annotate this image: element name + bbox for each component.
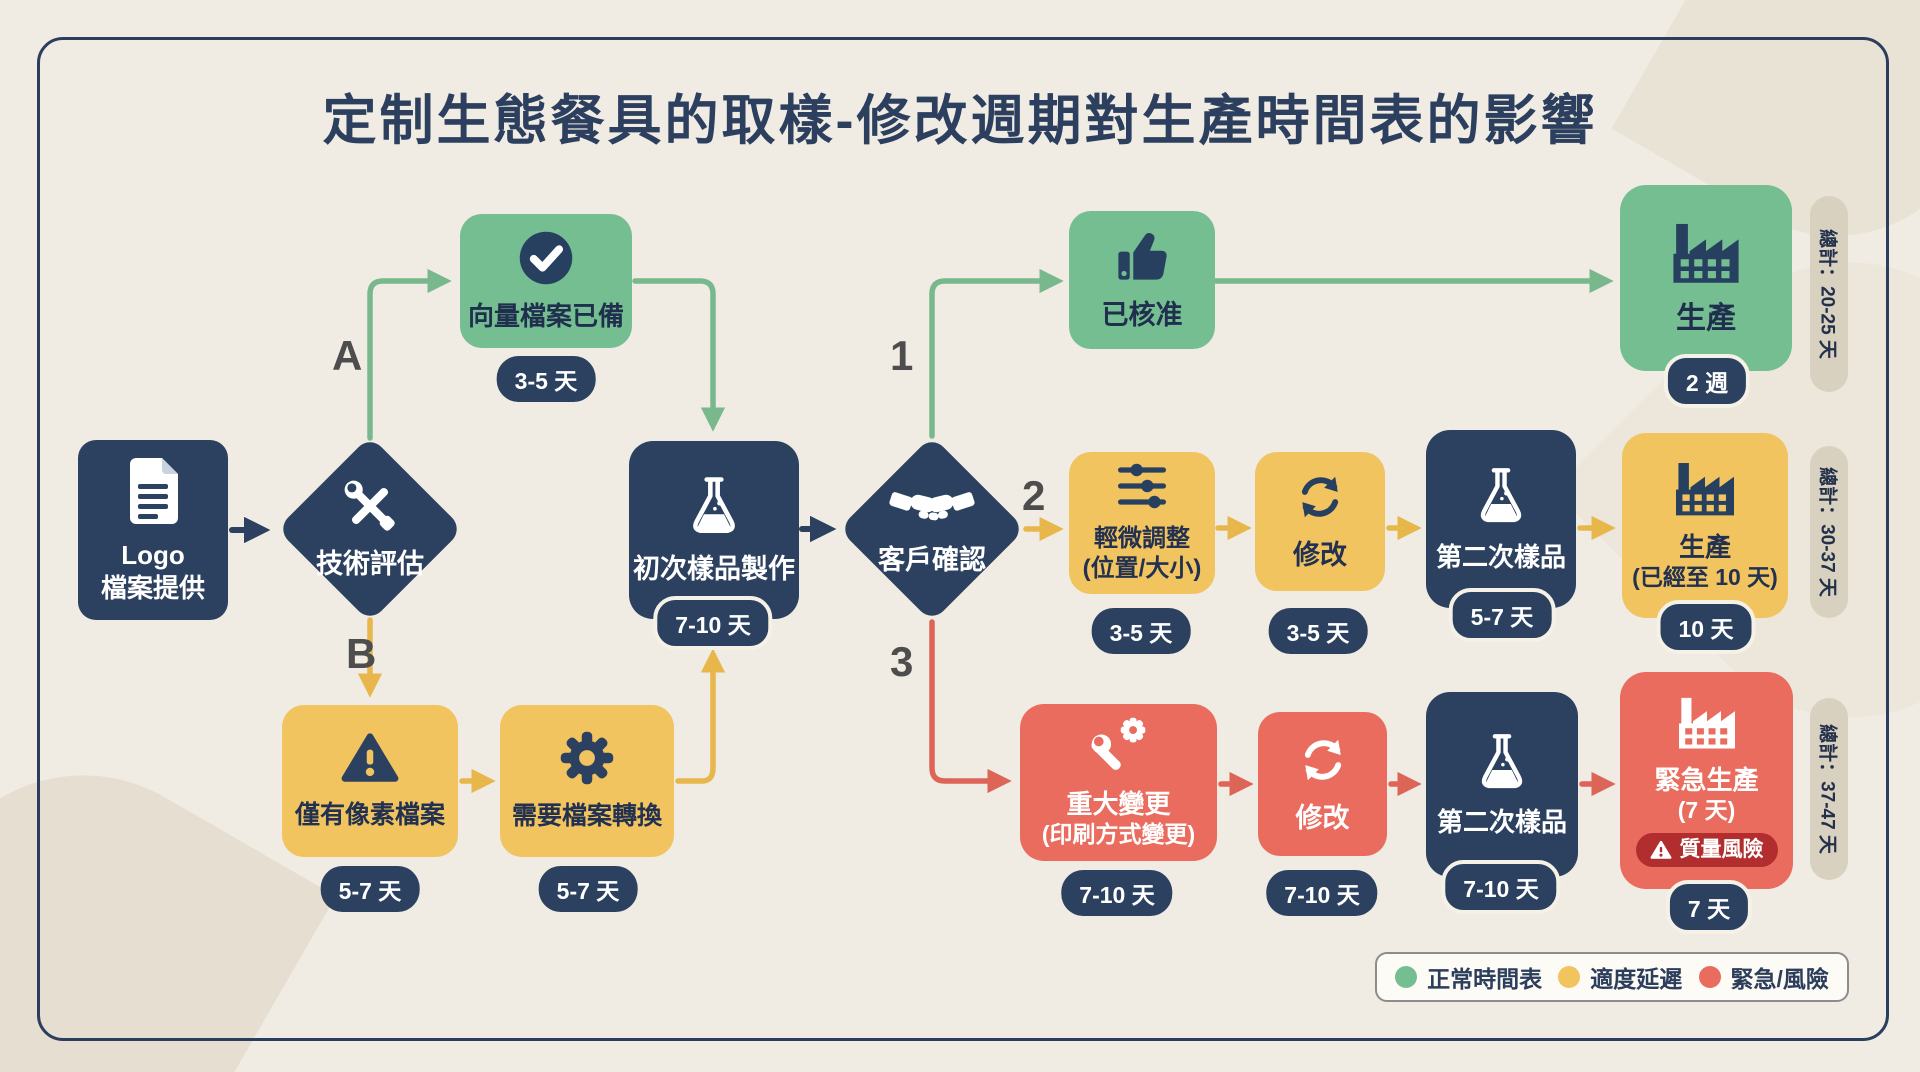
node-approved: 已核准 bbox=[1069, 211, 1215, 349]
node-label: (印刷方式變更) bbox=[1041, 821, 1196, 848]
check-circle-icon bbox=[518, 230, 574, 294]
warning-triangle-icon bbox=[340, 731, 400, 793]
sync-icon bbox=[1293, 470, 1347, 533]
factory-icon bbox=[1674, 694, 1740, 758]
path-label-1: 1 bbox=[890, 332, 914, 379]
node-label: 檔案提供 bbox=[100, 572, 205, 603]
total-label: 總計：20-25 天 bbox=[1816, 229, 1838, 359]
node-vector-ready: 向量檔案已備 bbox=[460, 214, 632, 348]
node-logo-file: Logo 檔案提供 bbox=[78, 440, 228, 620]
legend-item-normal: 正常時間表 bbox=[1395, 960, 1542, 994]
node-client-confirm: 客戶確認 bbox=[838, 435, 1026, 623]
node-label: 已核准 bbox=[1101, 299, 1183, 330]
node-label: (位置/大小) bbox=[1082, 555, 1202, 582]
duration-badge: 5-7 天 bbox=[1448, 588, 1556, 642]
node-first-sample: 初次樣品製作 bbox=[629, 441, 799, 619]
duration-badge: 3-5 天 bbox=[1091, 608, 1191, 654]
node-tech-evaluation: 技術評估 bbox=[276, 435, 464, 623]
node-label: Logo bbox=[121, 540, 185, 571]
flask-icon bbox=[1475, 731, 1529, 801]
node-label: 第二次樣品 bbox=[1435, 541, 1566, 572]
node-label: 生產 bbox=[1678, 531, 1731, 562]
branch-label-b: B bbox=[346, 630, 377, 677]
node-label: 緊急生產 bbox=[1654, 764, 1759, 795]
legend-item-urgent: 緊急/風險 bbox=[1698, 960, 1829, 994]
legend-dot-green bbox=[1395, 966, 1418, 988]
duration-badge: 10 天 bbox=[1656, 600, 1756, 654]
node-label: 初次樣品製作 bbox=[633, 553, 795, 584]
tools-icon bbox=[341, 477, 399, 542]
total-normal-pill: 總計：20-25 天 bbox=[1810, 196, 1848, 392]
legend-label: 適度延遲 bbox=[1590, 966, 1683, 992]
legend: 正常時間表 適度延遲 緊急/風險 bbox=[1375, 952, 1849, 1002]
duration-badge: 3-5 天 bbox=[1268, 608, 1368, 654]
path-label-3: 3 bbox=[890, 638, 914, 685]
factory-icon bbox=[1668, 219, 1744, 295]
node-revision-major: 修改 bbox=[1258, 712, 1387, 856]
flask-icon bbox=[686, 474, 742, 547]
duration-badge: 7 天 bbox=[1665, 880, 1753, 934]
wrench-gear-icon bbox=[1087, 716, 1151, 782]
node-urgent-production: 緊急生產 (7 天) 質量風險 bbox=[1620, 672, 1793, 889]
total-label: 總計：30-37 天 bbox=[1816, 467, 1838, 597]
duration-badge: 7-10 天 bbox=[1061, 870, 1173, 916]
node-label: 技術評估 bbox=[316, 549, 424, 579]
node-label: 生產 bbox=[1676, 302, 1736, 335]
legend-label: 正常時間表 bbox=[1427, 966, 1543, 992]
legend-label: 緊急/風險 bbox=[1730, 966, 1829, 992]
node-label: 向量檔案已備 bbox=[467, 300, 624, 331]
node-label: 輕微調整 bbox=[1094, 525, 1190, 552]
duration-badge: 7-10 天 bbox=[1441, 860, 1561, 914]
warning-triangle-icon bbox=[1650, 840, 1672, 860]
handshake-icon bbox=[889, 481, 975, 538]
node-major-change: 重大變更 (印刷方式變更) bbox=[1020, 704, 1217, 861]
legend-item-moderate: 適度延遲 bbox=[1558, 960, 1682, 994]
node-pixel-only: 僅有像素檔案 bbox=[282, 705, 458, 857]
node-label: 第二次樣品 bbox=[1436, 807, 1567, 837]
branch-label-a: A bbox=[332, 332, 363, 379]
node-label: 重大變更 bbox=[1066, 788, 1171, 819]
legend-dot-yellow bbox=[1558, 966, 1581, 988]
node-label: 修改 bbox=[1295, 802, 1350, 833]
node-production-delayed: 生產 (已經至 10 天) bbox=[1622, 433, 1788, 618]
node-label: 僅有像素檔案 bbox=[294, 800, 445, 829]
legend-dot-red bbox=[1698, 966, 1721, 988]
node-second-sample-major: 第二次樣品 bbox=[1426, 692, 1578, 877]
node-minor-adjust: 輕微調整 (位置/大小) bbox=[1069, 452, 1215, 594]
node-revision-minor: 修改 bbox=[1255, 452, 1385, 591]
total-label: 總計：37-47 天 bbox=[1816, 724, 1838, 854]
node-label: 修改 bbox=[1293, 540, 1347, 570]
node-label: (已經至 10 天) bbox=[1632, 564, 1778, 591]
node-label: 需要檔案轉換 bbox=[511, 801, 662, 830]
node-file-conversion: 需要檔案轉換 bbox=[500, 705, 674, 857]
factory-icon bbox=[1671, 459, 1739, 525]
thumbs-up-icon bbox=[1114, 228, 1170, 293]
duration-badge: 7-10 天 bbox=[1266, 870, 1378, 916]
duration-badge: 5-7 天 bbox=[320, 866, 420, 912]
total-moderate-pill: 總計：30-37 天 bbox=[1810, 446, 1848, 618]
duration-badge: 7-10 天 bbox=[653, 596, 773, 650]
duration-badge: 5-7 天 bbox=[538, 866, 638, 912]
node-second-sample-minor: 第二次樣品 bbox=[1426, 430, 1576, 608]
sync-icon bbox=[1296, 733, 1350, 796]
node-label: (7 天) bbox=[1677, 797, 1736, 823]
duration-badge: 2 週 bbox=[1663, 354, 1751, 408]
duration-badge: 3-5 天 bbox=[496, 356, 596, 402]
total-urgent-pill: 總計：37-47 天 bbox=[1810, 698, 1848, 880]
sliders-icon bbox=[1115, 462, 1169, 518]
page-title: 定制生態餐具的取樣-修改週期對生產時間表的影響 bbox=[322, 91, 1598, 151]
document-icon bbox=[124, 456, 182, 534]
quality-risk-badge: 質量風險 bbox=[1635, 832, 1778, 867]
path-label-2: 2 bbox=[1022, 472, 1046, 519]
flask-icon bbox=[1474, 465, 1528, 535]
node-production-normal: 生產 bbox=[1620, 185, 1792, 371]
node-label: 客戶確認 bbox=[878, 545, 986, 575]
gear-icon bbox=[559, 730, 615, 794]
